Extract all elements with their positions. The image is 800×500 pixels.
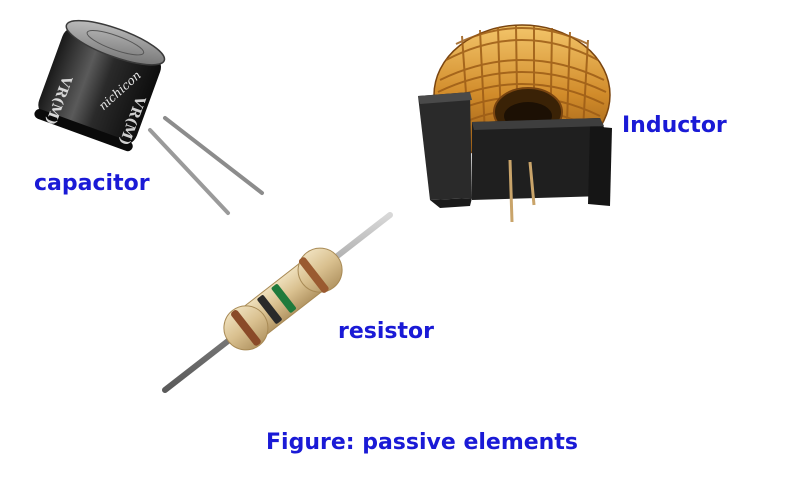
resistor-band-3 — [271, 284, 296, 313]
resistor-label: resistor — [338, 319, 434, 344]
capacitor-body: VR(M) nichicon VR(M) — [34, 19, 166, 152]
resistor-band-2 — [257, 295, 282, 324]
figure-caption: Figure: passive elements — [266, 430, 578, 455]
inductor-illustration — [418, 24, 612, 223]
capacitor-lead-right — [163, 116, 264, 195]
resistor-band-1 — [231, 310, 261, 346]
inductor-leads — [508, 159, 536, 223]
capacitor-illustration: VR(M) nichicon VR(M) — [34, 19, 264, 215]
resistor-body — [223, 247, 343, 351]
capacitor-label: capacitor — [34, 171, 150, 196]
inductor-label: Inductor — [622, 113, 727, 138]
inductor-base — [418, 92, 612, 208]
resistor-illustration — [162, 212, 393, 393]
capacitor-lead-left — [148, 128, 230, 215]
resistor-band-4 — [298, 257, 329, 293]
